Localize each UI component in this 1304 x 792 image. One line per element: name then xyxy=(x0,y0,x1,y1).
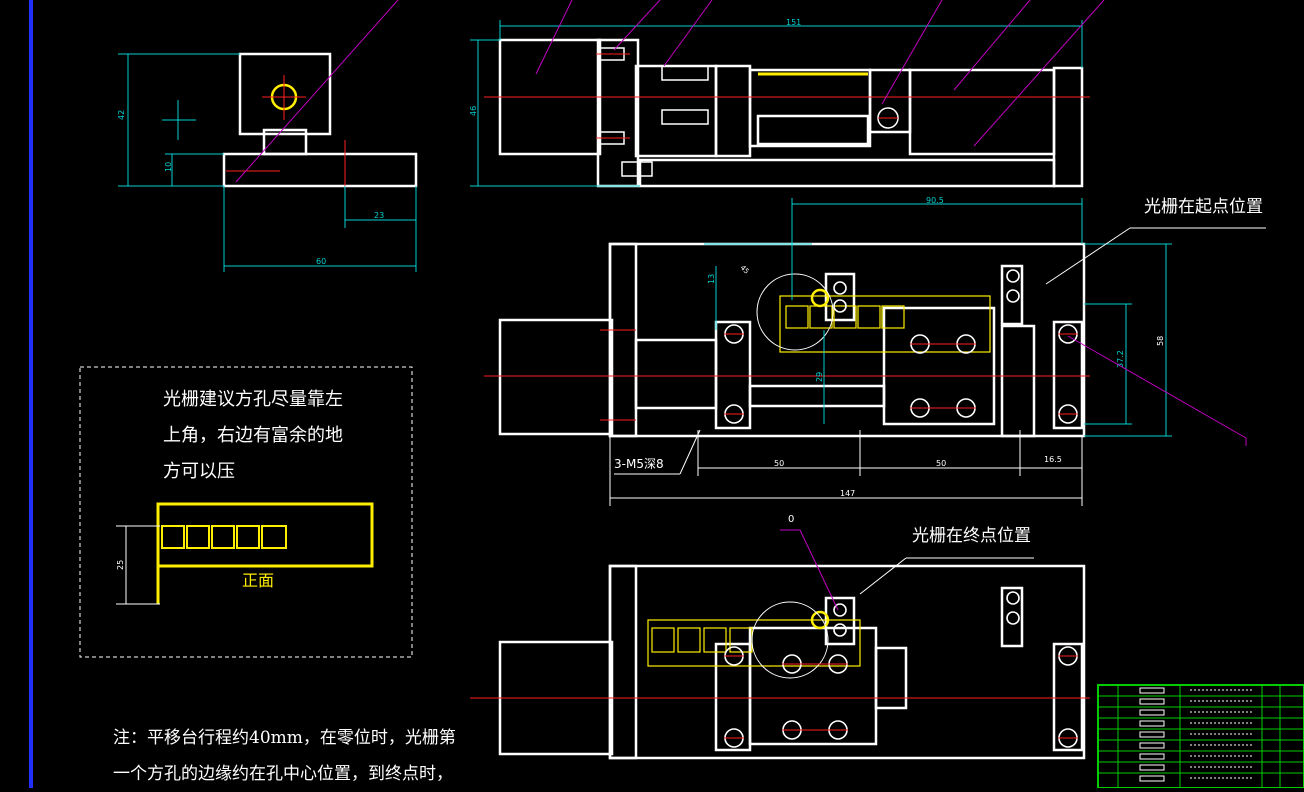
suggestion-line-2: 上角，右边有富余的地 xyxy=(163,425,343,446)
side-view-center-lines xyxy=(226,75,346,198)
dim-mid-147: 147 xyxy=(840,489,855,498)
suggestion-box xyxy=(79,366,413,658)
dim-side-23: 23 xyxy=(374,211,384,220)
note-text: 注：平移台行程约40mm，在零位时，光栅第 一个方孔的边缘约在孔中心位置，到终点… xyxy=(113,720,456,792)
front-dims xyxy=(116,525,160,605)
dim-side-height: 42 xyxy=(117,110,126,120)
start-position-leader xyxy=(1045,227,1266,285)
dim-mid-37-2: 37.2 xyxy=(1116,350,1125,368)
bottom-view-grating xyxy=(647,610,861,667)
bottom-view-center-lines xyxy=(470,655,1090,739)
title-block-marks xyxy=(1139,687,1252,782)
dim-mid-50-right: 50 xyxy=(936,459,946,468)
suggestion-text: 光栅建议方孔尽量靠左 上角，右边有富余的地 方可以压 xyxy=(163,382,343,490)
bottom-view-leader xyxy=(780,529,839,611)
note-line-1: 注：平移台行程约40mm，在零位时，光栅第 xyxy=(113,728,456,748)
bottom-view-screws xyxy=(724,591,1078,748)
dim-mid-13: 13 xyxy=(707,274,716,284)
dim-side-60: 60 xyxy=(316,257,326,266)
bottom-view xyxy=(498,564,1086,760)
end-position-label: 光栅在终点位置 xyxy=(912,526,1031,546)
mid-view xyxy=(498,242,1086,438)
end-position-leader xyxy=(859,557,1034,595)
side-view-dims xyxy=(118,53,417,272)
mid-view-dims xyxy=(704,198,1172,437)
top-view xyxy=(498,38,1084,188)
front-label: 正面 xyxy=(242,571,274,590)
top-view-center-lines xyxy=(484,53,1090,139)
side-view xyxy=(222,52,418,188)
mid-view-leader-right xyxy=(1067,335,1247,446)
dim-side-small: 10 xyxy=(164,162,173,172)
top-view-leaders xyxy=(235,0,1105,183)
dim-front-25: 25 xyxy=(116,560,125,570)
dim-mid-45: 45 xyxy=(739,264,751,276)
mid-view-center-lines xyxy=(484,329,1090,421)
suggestion-line-3: 方可以压 xyxy=(163,461,235,482)
top-view-dims xyxy=(470,20,1083,187)
mid-view-bottom-dims xyxy=(609,429,1083,506)
dim-top-length: 151 xyxy=(786,18,801,27)
mid-view-screws xyxy=(724,269,1078,424)
dim-mid-58: 58 xyxy=(1156,336,1165,346)
dim-mid-90-5: 90.5 xyxy=(926,196,944,205)
zero-label: 0 xyxy=(788,514,794,525)
note-line-2: 一个方孔的边缘约在孔中心位置，到终点时， xyxy=(113,764,453,784)
start-position-label: 光栅在起点位置 xyxy=(1144,197,1263,217)
front-grating xyxy=(156,502,374,604)
mid-view-grating xyxy=(779,288,991,353)
dim-mid-16-5: 16.5 xyxy=(1044,455,1062,464)
dim-mid-50-left: 50 xyxy=(774,459,784,468)
dim-mid-29: 29 xyxy=(815,372,824,382)
hole-spec-label: 3-M5深8 xyxy=(614,457,664,471)
title-block xyxy=(1097,684,1304,788)
top-view-holes xyxy=(599,47,899,177)
dim-top-height: 46 xyxy=(469,106,478,116)
suggestion-line-1: 光栅建议方孔尽量靠左 xyxy=(163,389,343,410)
